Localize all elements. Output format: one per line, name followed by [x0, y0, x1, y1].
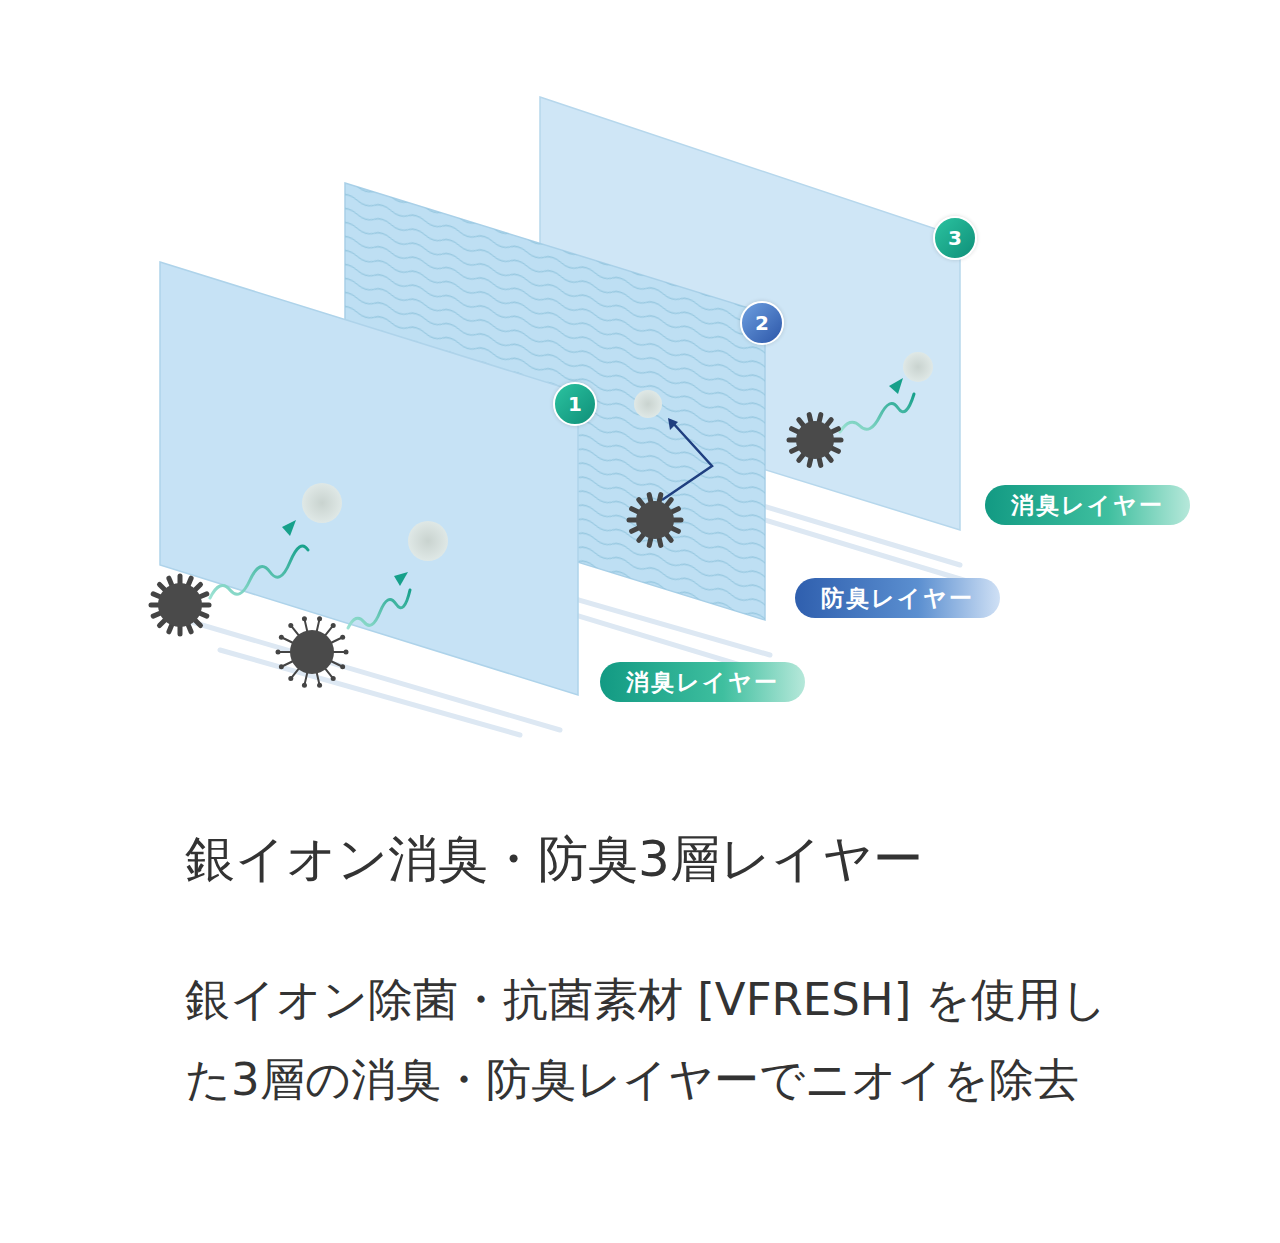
germ-body: [158, 583, 202, 627]
arrow-head: [668, 418, 678, 430]
diagram-title: 銀イオン消臭・防臭3層レイヤー: [185, 826, 923, 893]
germ-knob: [302, 683, 307, 688]
germ-body: [636, 501, 674, 539]
germ-knob: [288, 623, 293, 628]
badge-label: 消臭レイヤー: [626, 667, 779, 698]
callout-label: 3: [948, 226, 962, 250]
germ-knob: [340, 635, 345, 640]
layer-badge: 防臭レイヤー: [795, 578, 1000, 618]
germ-knob: [279, 635, 284, 640]
germ-knob: [331, 676, 336, 681]
callout-label: 2: [755, 311, 769, 335]
callout-number: 3: [933, 216, 977, 260]
callout-label: 1: [568, 392, 582, 416]
germ-knob: [331, 623, 336, 628]
germ-knob: [279, 664, 284, 669]
germ-knob: [317, 683, 322, 688]
neutralized-particle: [634, 390, 662, 418]
germ-knob: [317, 616, 322, 621]
badge-label: 消臭レイヤー: [1011, 490, 1164, 521]
layer-badge: 消臭レイヤー: [985, 485, 1190, 525]
layer-panel: [160, 262, 578, 695]
odor-germs: [151, 415, 841, 688]
germ-knob: [340, 664, 345, 669]
badge-label: 防臭レイヤー: [821, 583, 974, 614]
neutralized-particle: [903, 352, 933, 382]
layer-badge: 消臭レイヤー: [600, 662, 805, 702]
germ-knob: [288, 676, 293, 681]
diagram-caption: 銀イオン除菌・抗菌素材 [VFRESH] を使用した3層の消臭・防臭レイヤーでニ…: [185, 960, 1145, 1120]
callout-number: 2: [740, 301, 784, 345]
neutralized-particle: [408, 521, 448, 561]
germ-knob: [344, 650, 349, 655]
germ-body: [290, 630, 334, 674]
germ-knob: [302, 616, 307, 621]
callout-number: 1: [553, 382, 597, 426]
germ-body: [796, 421, 834, 459]
bounce-arrow: [662, 422, 712, 500]
germ-knob: [276, 650, 281, 655]
neutralized-particle: [302, 483, 342, 523]
arrow-heads: [282, 378, 903, 586]
